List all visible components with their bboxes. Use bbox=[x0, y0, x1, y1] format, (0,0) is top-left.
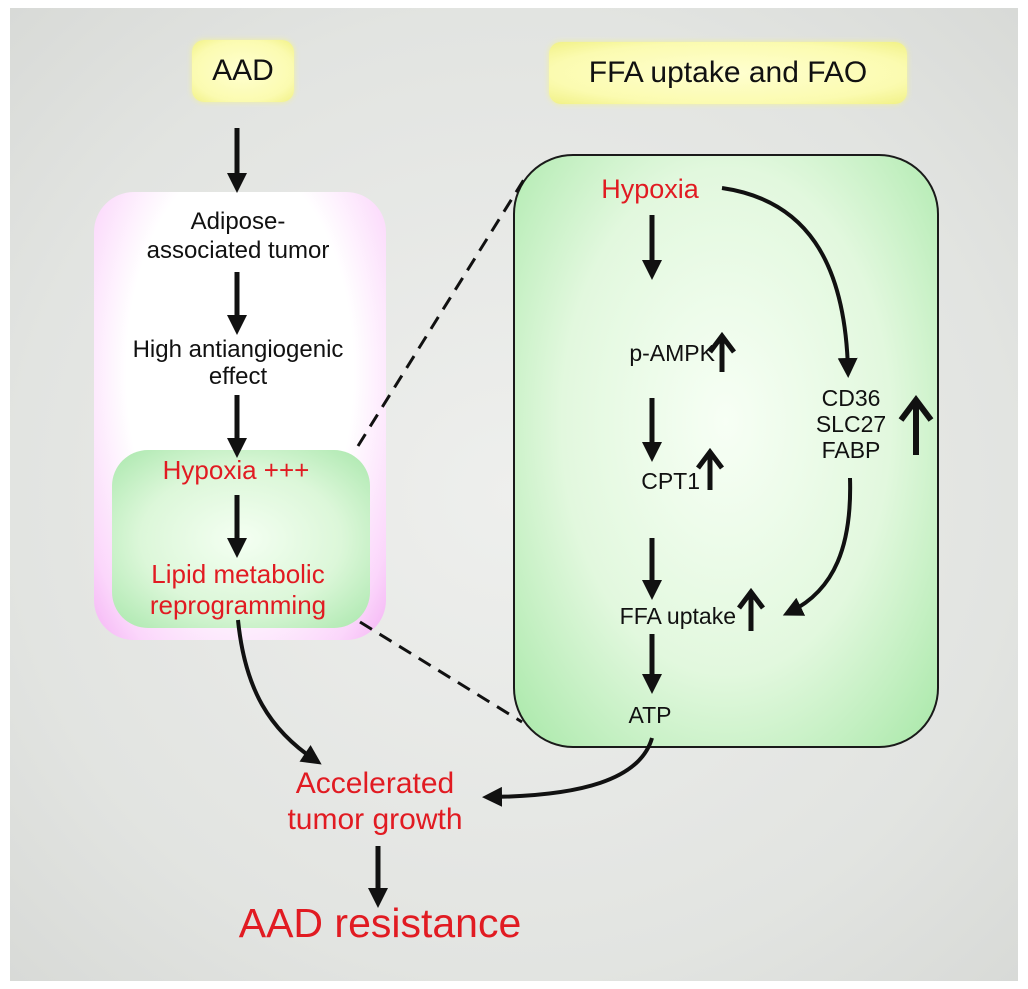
adipose-line-1: Adipose- bbox=[190, 208, 286, 235]
ffa-fao-header-tag: FFA uptake and FAO bbox=[549, 42, 907, 104]
up-arrow-transporters bbox=[898, 395, 934, 455]
zoom-line-bottom bbox=[359, 620, 523, 724]
curve-lipid-to-growth bbox=[236, 619, 322, 765]
slc27-label: SLC27 bbox=[815, 411, 887, 437]
cd36-label: CD36 bbox=[821, 385, 881, 411]
curve-hypoxia-to-transporters bbox=[721, 186, 858, 378]
ffa-uptake-fao-box bbox=[513, 154, 939, 748]
hypoxia-label: Hypoxia bbox=[601, 174, 699, 204]
up-arrow-cpt1 bbox=[696, 447, 724, 490]
growth-line-2: tumor growth bbox=[287, 803, 463, 836]
curve-atp-to-growth bbox=[482, 737, 654, 807]
up-arrow-pampk bbox=[708, 331, 736, 372]
curve-transporters-to-ffa bbox=[782, 477, 853, 616]
fabp-label: FABP bbox=[821, 437, 881, 463]
aad-resistance-label: AAD resistance bbox=[238, 900, 522, 946]
aad-header-label: AAD bbox=[212, 54, 274, 87]
hypoxia-plus-label: Hypoxia +++ bbox=[162, 455, 310, 485]
atp-label: ATP bbox=[628, 702, 672, 728]
lipid-reprogramming-label: Lipid metabolic reprogramming bbox=[112, 559, 364, 621]
up-arrow-ffa-uptake bbox=[737, 587, 765, 631]
ffa-fao-header-label: FFA uptake and FAO bbox=[588, 56, 868, 89]
aad-header-tag: AAD bbox=[192, 40, 294, 102]
adipose-line-2: associated tumor bbox=[146, 237, 330, 264]
lipid-line-1: Lipid metabolic bbox=[151, 559, 325, 589]
adipose-tumor-label: Adipose- associated tumor bbox=[112, 207, 364, 265]
lipid-line-2: reprogramming bbox=[149, 590, 327, 620]
cpt1-label: CPT1 bbox=[641, 468, 700, 494]
transporters-label: CD36 SLC27 FABP bbox=[786, 385, 916, 463]
antiangiogenic-label: High antiangiogenic effect bbox=[96, 336, 380, 390]
pampk-label: p-AMPK bbox=[629, 340, 715, 366]
accelerated-growth-label: Accelerated tumor growth bbox=[230, 766, 520, 838]
antiangiogenic-line-2: effect bbox=[208, 363, 268, 390]
growth-line-1: Accelerated bbox=[295, 767, 455, 800]
ffa-uptake-label: FFA uptake bbox=[619, 603, 736, 629]
antiangiogenic-line-1: High antiangiogenic bbox=[132, 336, 344, 363]
zoom-line-top bbox=[356, 172, 530, 447]
